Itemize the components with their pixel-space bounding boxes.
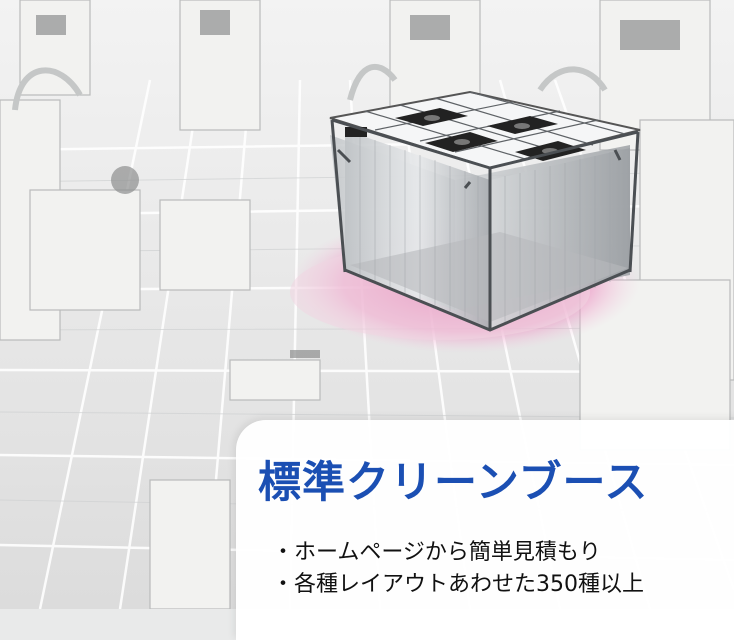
list-item: ホームページから簡単見積もり [272,537,644,569]
clean-booth-illustration [329,90,641,332]
cleanroom-floor-background [0,0,734,609]
info-card [236,420,734,640]
page-title: 標準クリーンブース [258,458,649,508]
list-item: 各種レイアウトあわせた350種以上 [272,569,644,601]
feature-list: ホームページから簡単見積もり 各種レイアウトあわせた350種以上 [272,537,644,601]
